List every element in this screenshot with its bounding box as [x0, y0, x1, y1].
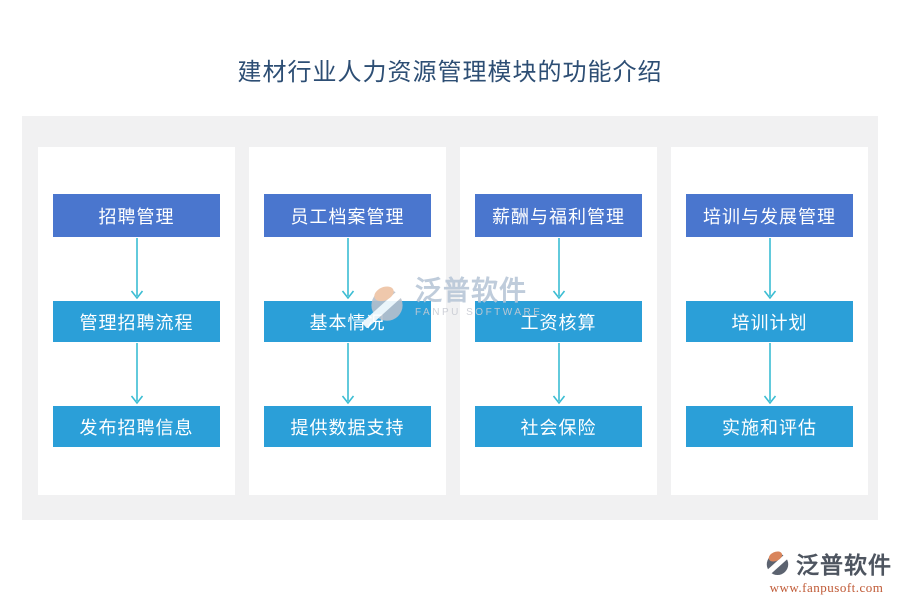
flow-node-top: 招聘管理 — [53, 194, 220, 237]
flow-node-mid: 工资核算 — [475, 301, 642, 342]
footer-url: www.fanpusoft.com — [769, 580, 884, 595]
flow-node-top: 员工档案管理 — [264, 194, 431, 237]
flow-node-mid: 基本情况 — [264, 301, 431, 342]
flow-column-recruitment: 招聘管理 管理招聘流程 发布招聘信息 — [38, 147, 235, 495]
down-arrow-icon — [341, 343, 354, 405]
down-arrow-icon — [130, 343, 143, 405]
flow-node-top: 薪酬与福利管理 — [475, 194, 642, 237]
footer-brand-row: 泛普软件 — [761, 546, 892, 580]
flow-node-bottom: 实施和评估 — [686, 406, 853, 447]
down-arrow-icon — [763, 343, 776, 405]
page-title: 建材行业人力资源管理模块的功能介绍 — [237, 60, 663, 86]
footer-logo: 泛普软件 www.fanpusoft.com — [761, 546, 892, 596]
flow-node-mid: 培训计划 — [686, 301, 853, 342]
flow-panel: 招聘管理 管理招聘流程 发布招聘信息 员工档案管理 基本情况 — [22, 116, 878, 520]
down-arrow-icon — [130, 238, 143, 300]
flow-column-training: 培训与发展管理 培训计划 实施和评估 — [671, 147, 868, 495]
flow-node-top: 培训与发展管理 — [686, 194, 853, 237]
flow-column-employee-files: 员工档案管理 基本情况 提供数据支持 — [249, 147, 446, 495]
flow-node-bottom: 社会保险 — [475, 406, 642, 447]
flow-node-bottom: 发布招聘信息 — [53, 406, 220, 447]
footer-brand: 泛普软件 — [796, 553, 892, 578]
flow-node-bottom: 提供数据支持 — [264, 406, 431, 447]
flow-column-compensation: 薪酬与福利管理 工资核算 社会保险 — [460, 147, 657, 495]
down-arrow-icon — [763, 238, 776, 300]
flow-node-mid: 管理招聘流程 — [53, 301, 220, 342]
fanpu-logo-icon — [761, 547, 794, 580]
down-arrow-icon — [341, 238, 354, 300]
down-arrow-icon — [552, 238, 565, 300]
down-arrow-icon — [552, 343, 565, 405]
